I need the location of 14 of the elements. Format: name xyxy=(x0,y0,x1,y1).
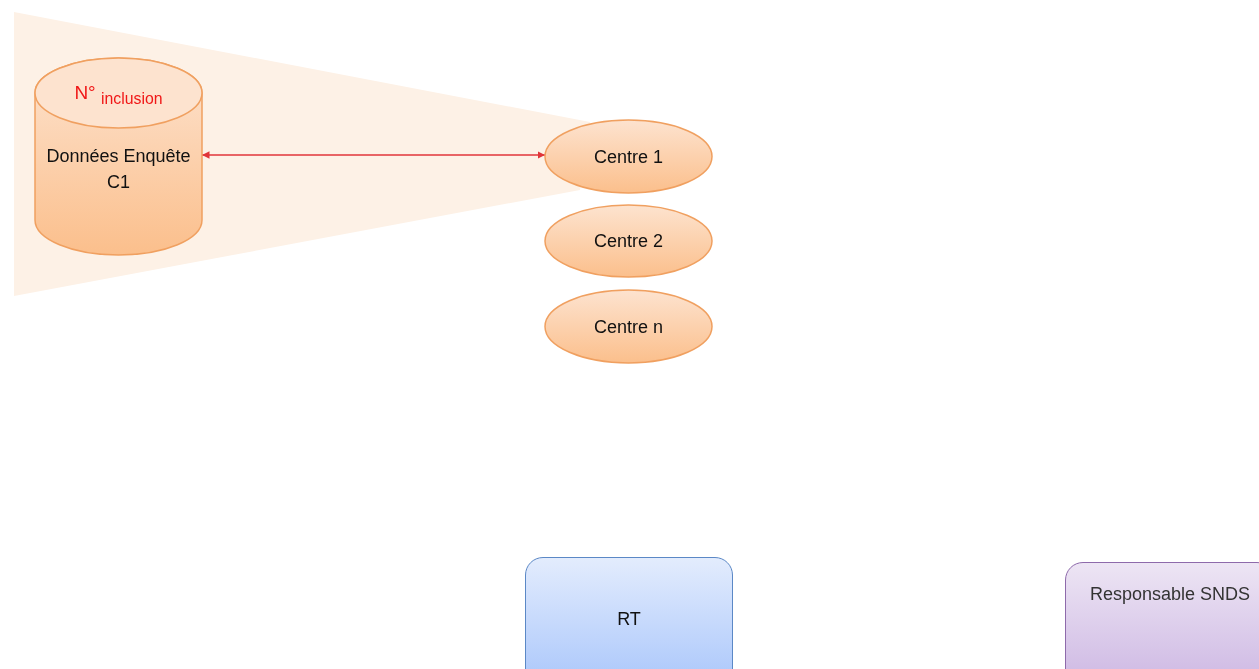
record-id-label: N° $_{inclusion}$ xyxy=(73,81,164,109)
node-label: Responsable SNDS xyxy=(1088,583,1252,606)
node-label: Centre 1 xyxy=(592,145,664,169)
node-label: RT xyxy=(616,608,642,631)
center-ellipse xyxy=(545,290,712,363)
node-label: Centre n xyxy=(592,315,664,339)
node-label: Données Enquête C1 xyxy=(45,145,192,194)
center-ellipse xyxy=(545,120,712,193)
process-box xyxy=(525,557,733,669)
node-label: Centre 2 xyxy=(592,230,664,253)
center-ellipse xyxy=(545,205,712,277)
arrow xyxy=(201,151,546,159)
database-cylinder xyxy=(35,58,202,255)
process-box xyxy=(1065,562,1259,669)
